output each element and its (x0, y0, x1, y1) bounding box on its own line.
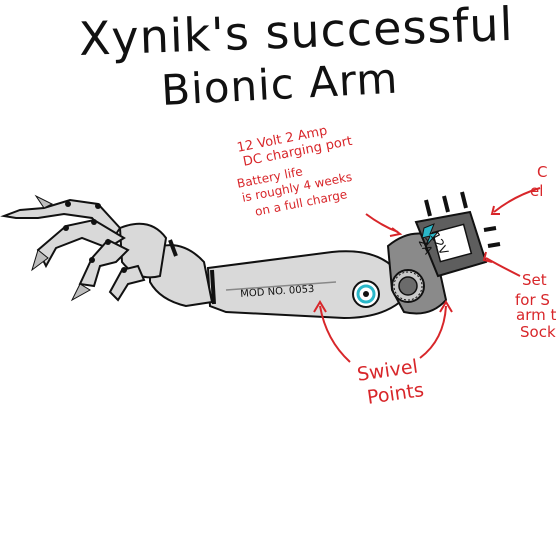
edge-note-line-1: C (537, 163, 548, 181)
lightning-bolt-icon (421, 223, 440, 247)
socket-note-line-4: Sock (520, 323, 556, 341)
edge-note-line-2: el (530, 182, 544, 200)
hand (0, 194, 214, 308)
annotation-arrows (313, 187, 541, 363)
swivel-joint-icon (352, 280, 380, 308)
socket-note-line-1: Set (522, 271, 547, 289)
socket-block (414, 191, 501, 278)
socket-note-line-3: arm t (516, 306, 557, 324)
socket-note-line-2: for S (515, 291, 550, 309)
